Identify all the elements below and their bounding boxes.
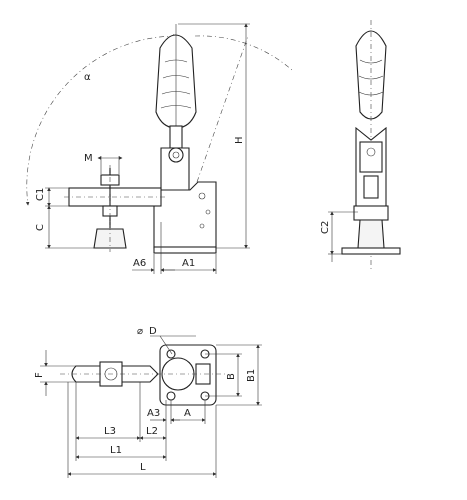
label-L: L — [140, 462, 146, 473]
label-L1: L1 — [110, 445, 122, 456]
top-view — [40, 335, 262, 478]
label-A6: A6 — [133, 258, 146, 269]
label-alpha: α — [84, 72, 91, 83]
swing-arc — [25, 34, 177, 206]
label-F: F — [34, 372, 45, 378]
label-L3: L3 — [104, 426, 116, 437]
diameter-symbol: ⌀ — [137, 326, 143, 337]
label-C1: C1 — [35, 188, 46, 201]
handle-grip — [155, 24, 197, 149]
label-C2: C2 — [320, 221, 331, 234]
spindle — [93, 165, 127, 252]
top-clamp-arm — [60, 361, 225, 387]
open-handle-centerline — [196, 35, 249, 183]
label-C: C — [35, 224, 46, 231]
front-view — [328, 20, 401, 270]
top-base-plate — [159, 344, 217, 406]
label-L2: L2 — [146, 426, 158, 437]
clamp-base — [153, 181, 217, 254]
label-M: M — [84, 153, 93, 164]
label-A1: A1 — [182, 258, 195, 269]
open-position-arc — [194, 35, 293, 71]
label-A: A — [184, 408, 191, 419]
clamp-arm — [64, 187, 166, 207]
front-handle-grip — [355, 20, 387, 270]
label-B1: B1 — [246, 369, 257, 382]
label-H: H — [234, 136, 245, 144]
side-view — [25, 23, 293, 274]
label-B: B — [226, 373, 237, 380]
front-linkage — [341, 126, 401, 255]
label-A3: A3 — [147, 408, 160, 419]
label-D: D — [149, 326, 157, 337]
